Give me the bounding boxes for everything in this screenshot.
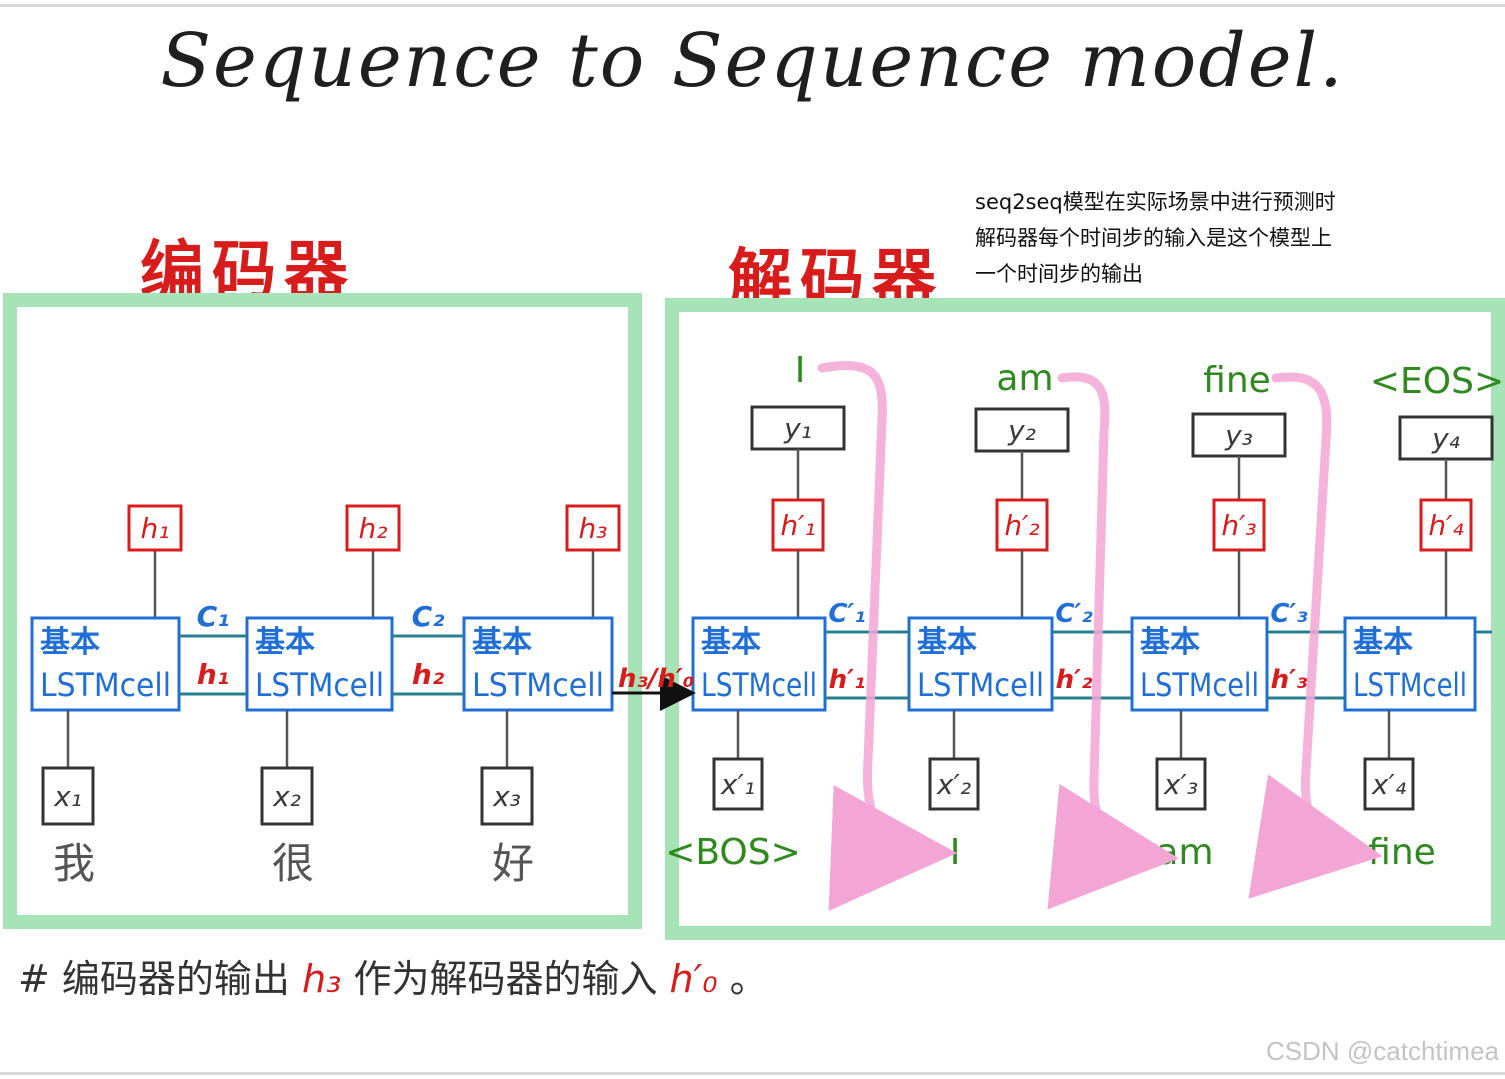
decoder-hidden-label-box xyxy=(771,498,825,552)
bridge-label: h₃/h′₀ xyxy=(618,664,694,694)
decoder-cell-state-label: C′₂ xyxy=(1055,599,1093,629)
encoder-cell-state-label: C₂ xyxy=(412,600,446,633)
decoder-input-label-box xyxy=(712,757,764,811)
encoder-input-label-box xyxy=(41,766,95,826)
decoder-input-label: x′₂ xyxy=(936,768,971,801)
decoder-cell-label-bottom: LSTMcell xyxy=(917,666,1044,704)
feedback-arrow xyxy=(1248,372,1383,899)
decoder-input-word: fine xyxy=(1368,832,1436,873)
encoder-cell-label-top: 基本 xyxy=(40,625,100,660)
decoder-cell-box xyxy=(1130,616,1269,712)
decoder-output-label: y₁ xyxy=(783,412,812,445)
diagram-title: Sequence to Sequence model. xyxy=(160,18,1345,104)
decoder-cell-label-bottom: LSTMcell xyxy=(1140,666,1259,704)
encoder-input-label: x₂ xyxy=(272,780,301,813)
decoder-cell-label-top: 基本 xyxy=(1353,625,1413,660)
decoder-hidden-label-box xyxy=(1419,498,1473,552)
footer-middle: 作为解码器的输入 xyxy=(353,957,658,1001)
prediction-note: seq2seq模型在实际场景中进行预测时 解码器每个时间步的输入是这个模型上 一… xyxy=(975,184,1435,292)
decoder-output-word: am xyxy=(996,358,1053,399)
encoder-input-word: 很 xyxy=(272,839,314,888)
decoder-output-label: y₄ xyxy=(1431,422,1460,455)
decoder-output-label: y₂ xyxy=(1007,414,1036,447)
encoder-hidden-label: h₃ xyxy=(579,512,608,545)
decoder-cell-label-top: 基本 xyxy=(917,625,977,660)
decoder-link-hidden-label: h′₁ xyxy=(829,665,866,695)
decoder-cell-state-label: C′₃ xyxy=(1270,599,1308,629)
encoder-cell-state-label: C₁ xyxy=(197,600,230,633)
footer-h0: h′₀ xyxy=(669,957,718,1001)
decoder-output-label-box xyxy=(1398,415,1494,461)
decoder-cell-box xyxy=(1343,616,1477,712)
note-line: seq2seq模型在实际场景中进行预测时 xyxy=(975,190,1336,214)
encoder-cell-box xyxy=(245,616,394,712)
encoder-group: h₁ 基本 LSTMcell x₁ 我 h₂ 基本 LSTMcell x₂ 很 h₃ 基本 LSTMce… xyxy=(30,504,621,888)
decoder-input-label: x′₃ xyxy=(1163,768,1198,801)
decoder-cell-label-bottom: LSTMcell xyxy=(701,666,817,704)
decoder-output-word: <EOS> xyxy=(1370,361,1504,402)
encoder-hidden-label: h₁ xyxy=(141,512,170,545)
decoder-hidden-label: h′₄ xyxy=(1428,509,1463,542)
feedback-arrow xyxy=(817,361,957,911)
bottom-border-line xyxy=(0,1072,1505,1075)
encoder-cell-label-bottom: LSTMcell xyxy=(472,666,604,704)
decoder-output-label-box xyxy=(1191,412,1287,458)
encoder-cell-box xyxy=(462,616,614,712)
encoder-cell-label-top: 基本 xyxy=(472,625,532,660)
encoder-hidden-label-box xyxy=(565,504,621,552)
feedback-arrows xyxy=(817,361,1383,911)
decoder-cell-label-top: 基本 xyxy=(1140,625,1200,660)
watermark: CSDN @catchtimea xyxy=(1265,1036,1499,1066)
footer-note: # 编码器的输出 h₃ 作为解码器的输入 h′₀ 。 xyxy=(18,948,768,1003)
encoder-cell-label-bottom: LSTMcell xyxy=(255,666,384,704)
decoder-cell-label-top: 基本 xyxy=(701,625,761,660)
decoder-frame xyxy=(665,298,1505,940)
decoder-cell-box xyxy=(907,616,1054,712)
decoder-hidden-label-box xyxy=(995,498,1049,552)
encoder-cell-box xyxy=(30,616,181,712)
encoder-input-word: 我 xyxy=(53,839,95,888)
encoder-input-label: x₃ xyxy=(492,780,521,813)
decoder-output-word: fine xyxy=(1203,360,1271,401)
decoder-link-hidden-label: h′₂ xyxy=(1056,665,1093,695)
decoder-link-hidden-label: h′₃ xyxy=(1271,665,1308,695)
encoder-input-label-box xyxy=(260,766,314,826)
encoder-hidden-label-box xyxy=(345,504,401,552)
decoder-group: Iy₁ h′₁ 基本 LSTMcell x′₁ <BOS> am y₂ h′₂ 基本 LSTMcel… xyxy=(665,350,1504,873)
decoder-cell-state-label: C′₁ xyxy=(828,599,865,629)
feedback-arrow xyxy=(1047,372,1179,910)
decoder-cell-box xyxy=(691,616,827,712)
decoder-hidden-label: h′₁ xyxy=(780,509,815,542)
encoder-input-word: 好 xyxy=(492,839,534,888)
decoder-input-word: I xyxy=(950,832,961,873)
footer-prefix: # 编码器的输出 xyxy=(18,957,290,1001)
decoder-cell-label-bottom: LSTMcell xyxy=(1353,666,1467,704)
decoder-input-label: x′₄ xyxy=(1371,768,1406,801)
encoder-input-label: x₁ xyxy=(53,780,82,813)
encoder-cell-label-bottom: LSTMcell xyxy=(40,666,171,704)
encoder-link-hidden-label: h₂ xyxy=(412,658,445,691)
decoder-hidden-label: h′₃ xyxy=(1221,509,1256,542)
footer-h3: h₃ xyxy=(302,957,342,1001)
note-line: 一个时间步的输出 xyxy=(975,262,1143,286)
encoder-hidden-label: h₂ xyxy=(359,512,388,545)
decoder-output-word: I xyxy=(795,350,806,391)
encoder-cell-label-top: 基本 xyxy=(255,625,315,660)
encoder-hidden-label-box xyxy=(127,504,183,552)
decoder-hidden-label: h′₂ xyxy=(1004,509,1039,542)
decoder-input-label: x′₁ xyxy=(720,768,755,801)
decoder-input-word: <BOS> xyxy=(665,832,801,873)
decoder-output-label: y₃ xyxy=(1224,419,1253,452)
encoder-frame xyxy=(3,293,642,929)
encoder-input-label-box xyxy=(480,766,534,826)
encoder-link-hidden-label: h₁ xyxy=(197,658,229,691)
decoder-output-label-box xyxy=(750,405,846,451)
footer-suffix: 。 xyxy=(729,957,768,1001)
top-border-line xyxy=(0,4,1505,7)
decoder-input-word: am xyxy=(1156,832,1213,873)
note-line: 解码器每个时间步的输入是这个模型上 xyxy=(975,226,1332,250)
